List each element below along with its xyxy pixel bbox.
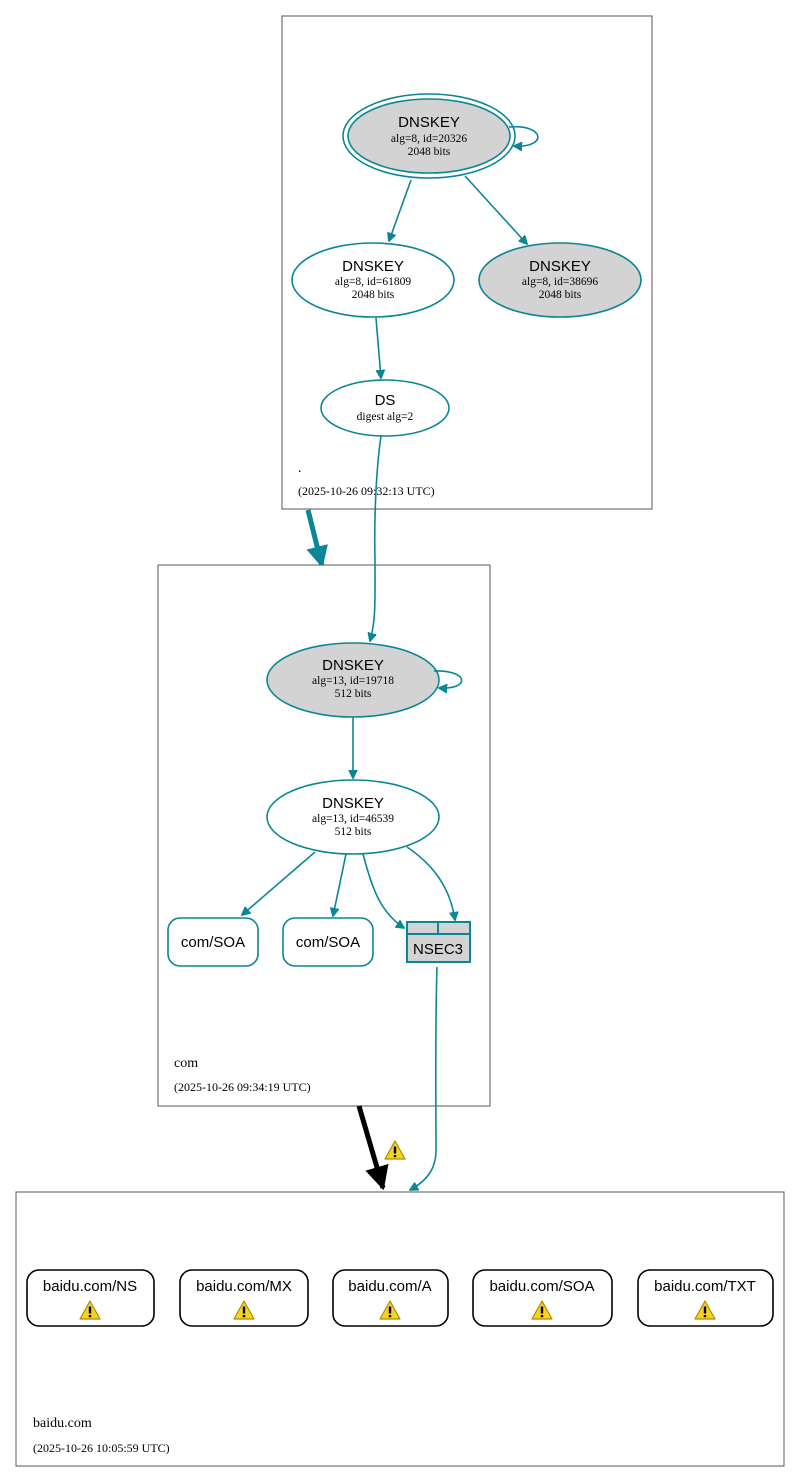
baidu-a-label: baidu.com/A [348,1278,431,1295]
root-zsk2-alg: alg=8, id=38696 [522,276,598,288]
com-nsec3-record[interactable]: NSEC3 [406,921,471,963]
zone-baidu-timestamp: (2025-10-26 10:05:59 UTC) [33,1441,170,1455]
baidu-ns-label: baidu.com/NS [43,1278,137,1295]
com-zsk-bits: 512 bits [335,826,372,838]
com-ksk-node[interactable]: DNSKEY alg=13, id=19718 512 bits [266,642,440,718]
delegation-com-to-baidu-edge [356,1105,389,1191]
com-ksk-self-edge [433,670,463,688]
com-zsk-title: DNSKEY [322,795,384,812]
edge-root-ksk-to-zsk1 [389,179,412,241]
com-zsk-node[interactable]: DNSKEY alg=13, id=46539 512 bits [266,779,440,855]
com-soa-label-1: com/SOA [181,934,245,951]
edge-com-zsk-to-soa1 [242,851,316,915]
edge-root-ksk-to-zsk2 [464,175,527,244]
baidu-soa-label: baidu.com/SOA [489,1278,594,1295]
root-ksk-alg: alg=8, id=20326 [391,133,467,145]
com-soa-record-1[interactable]: com/SOA [167,917,259,967]
baidu-txt-label: baidu.com/TXT [654,1278,756,1295]
edge-root-zsk1-to-ds [375,317,381,378]
root-zsk2-bits: 2048 bits [539,289,582,301]
root-ds-digest: digest alg=2 [357,411,414,423]
root-ksk-self-edge [508,126,539,146]
baidu-mx-record[interactable]: baidu.com/MX [179,1269,309,1327]
delegation-warning-icon [384,1140,406,1160]
root-ksk-bits: 2048 bits [408,146,451,158]
edge-nsec3-to-baidu [410,966,438,1190]
baidu-mx-label: baidu.com/MX [196,1278,292,1295]
zone-baidu: baidu.com (2025-10-26 10:05:59 UTC) [15,1191,785,1467]
zone-root-timestamp: (2025-10-26 09:32:13 UTC) [298,484,435,498]
root-ds-title: DS [375,392,396,409]
baidu-ns-record[interactable]: baidu.com/NS [26,1269,155,1327]
root-ksk-title: DNSKEY [398,114,460,131]
com-soa-label-2: com/SOA [296,934,360,951]
zone-root-name: . [298,461,302,476]
baidu-a-record[interactable]: baidu.com/A [332,1269,449,1327]
root-zsk2-node[interactable]: DNSKEY alg=8, id=38696 2048 bits [478,242,642,318]
zone-com-timestamp: (2025-10-26 09:34:19 UTC) [174,1080,311,1094]
baidu-txt-record[interactable]: baidu.com/TXT [637,1269,774,1327]
root-ds-node[interactable]: DS digest alg=2 [320,379,450,437]
com-soa-record-2[interactable]: com/SOA [282,917,374,967]
com-ksk-title: DNSKEY [322,657,384,674]
baidu-soa-record[interactable]: baidu.com/SOA [472,1269,613,1327]
edge-com-zsk-to-nsec3-b [406,846,455,920]
com-ksk-bits: 512 bits [335,688,372,700]
edge-root-ds-to-com-ksk [370,435,382,641]
root-zsk1-alg: alg=8, id=61809 [335,276,411,288]
edge-com-zsk-to-soa2 [333,853,347,916]
zone-baidu-name: baidu.com [33,1416,92,1431]
com-ksk-alg: alg=13, id=19718 [312,675,394,687]
root-ksk-node[interactable]: DNSKEY alg=8, id=20326 2048 bits [342,93,516,179]
root-zsk2-title: DNSKEY [529,258,591,275]
root-zsk1-node[interactable]: DNSKEY alg=8, id=61809 2048 bits [291,242,455,318]
com-nsec3-label: NSEC3 [413,941,463,958]
root-zsk1-title: DNSKEY [342,258,404,275]
zone-baidu-box [15,1191,785,1467]
edge-com-zsk-to-nsec3-a [362,853,404,928]
com-zsk-alg: alg=13, id=46539 [312,813,394,825]
delegation-root-to-com-edge [305,509,328,569]
zone-com-name: com [174,1056,198,1071]
root-zsk1-bits: 2048 bits [352,289,395,301]
